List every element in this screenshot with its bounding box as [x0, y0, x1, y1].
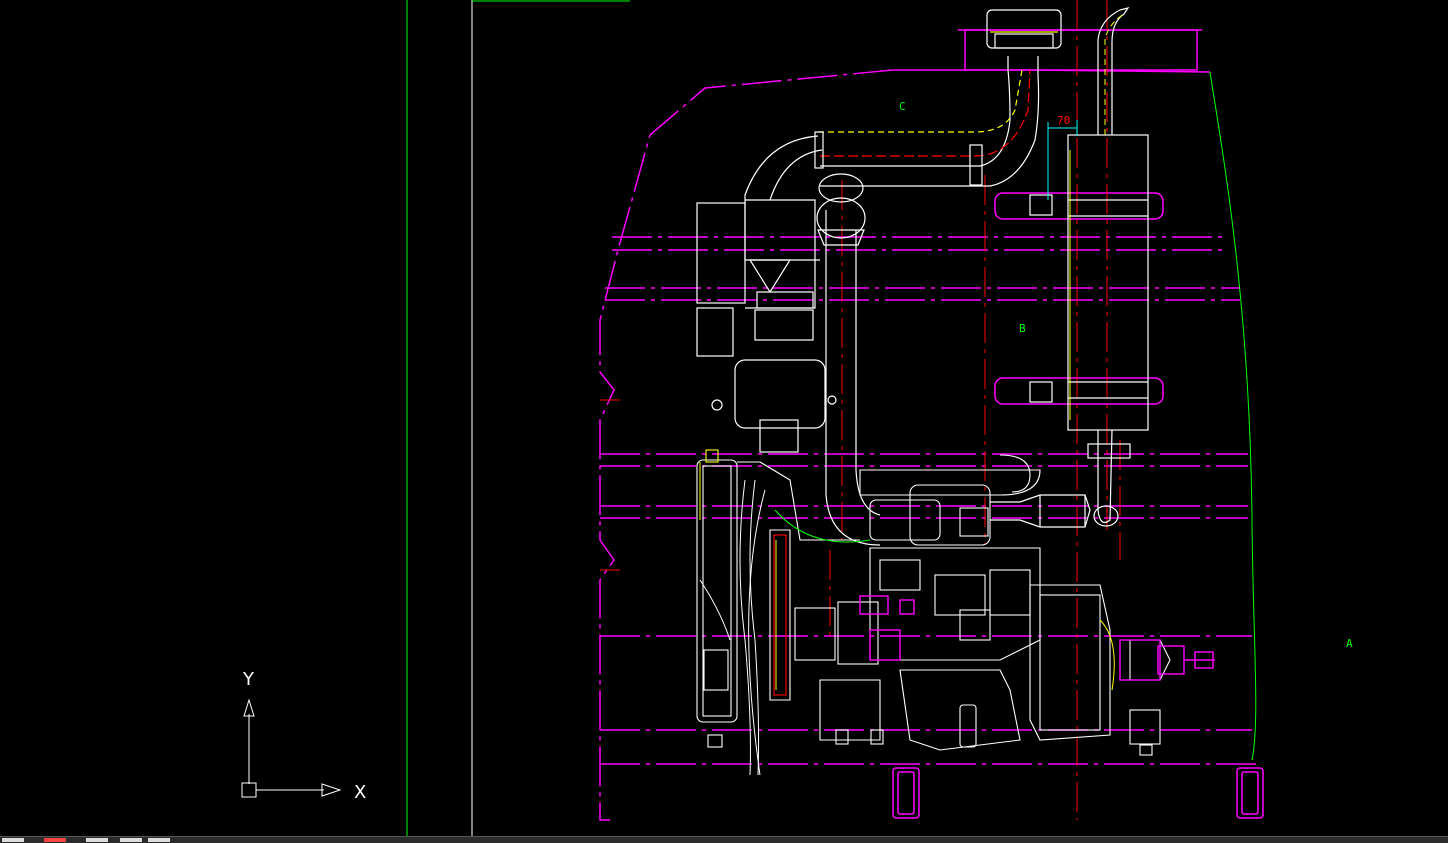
- layout-tab[interactable]: [120, 838, 142, 842]
- ucs-y-label: Y: [242, 669, 255, 690]
- air-filter-box: [696, 199, 837, 453]
- dimension-70: [1047, 120, 1078, 200]
- engine-block: [696, 449, 1171, 756]
- exhaust-system: [990, 7, 1149, 528]
- air-cleaner-top: [744, 9, 1062, 261]
- model-tab[interactable]: [44, 838, 66, 842]
- belts-and-cables: [699, 479, 766, 776]
- ucs-icon: [241, 698, 342, 798]
- layout-tab[interactable]: [2, 838, 24, 842]
- point-a-label: A: [1346, 637, 1353, 650]
- intake-pipe: [816, 173, 881, 546]
- hood-contour: [1209, 71, 1257, 761]
- layout-tabs-bar: [0, 836, 1448, 843]
- layout-tab[interactable]: [148, 838, 170, 842]
- center-lines: [600, 0, 1121, 820]
- point-b-label: B: [1019, 322, 1026, 335]
- exhaust-centerline-yellow: [1104, 13, 1125, 135]
- layout-tab[interactable]: [86, 838, 108, 842]
- point-c-label: C: [899, 100, 906, 113]
- yellow-accents: [699, 150, 1115, 691]
- magenta-fittings: [859, 595, 1215, 681]
- chassis-outline: [599, 29, 1264, 821]
- ucs-x-label: X: [354, 782, 366, 803]
- dimension-70-label: 70: [1057, 114, 1070, 127]
- ground-line-green: [774, 509, 871, 543]
